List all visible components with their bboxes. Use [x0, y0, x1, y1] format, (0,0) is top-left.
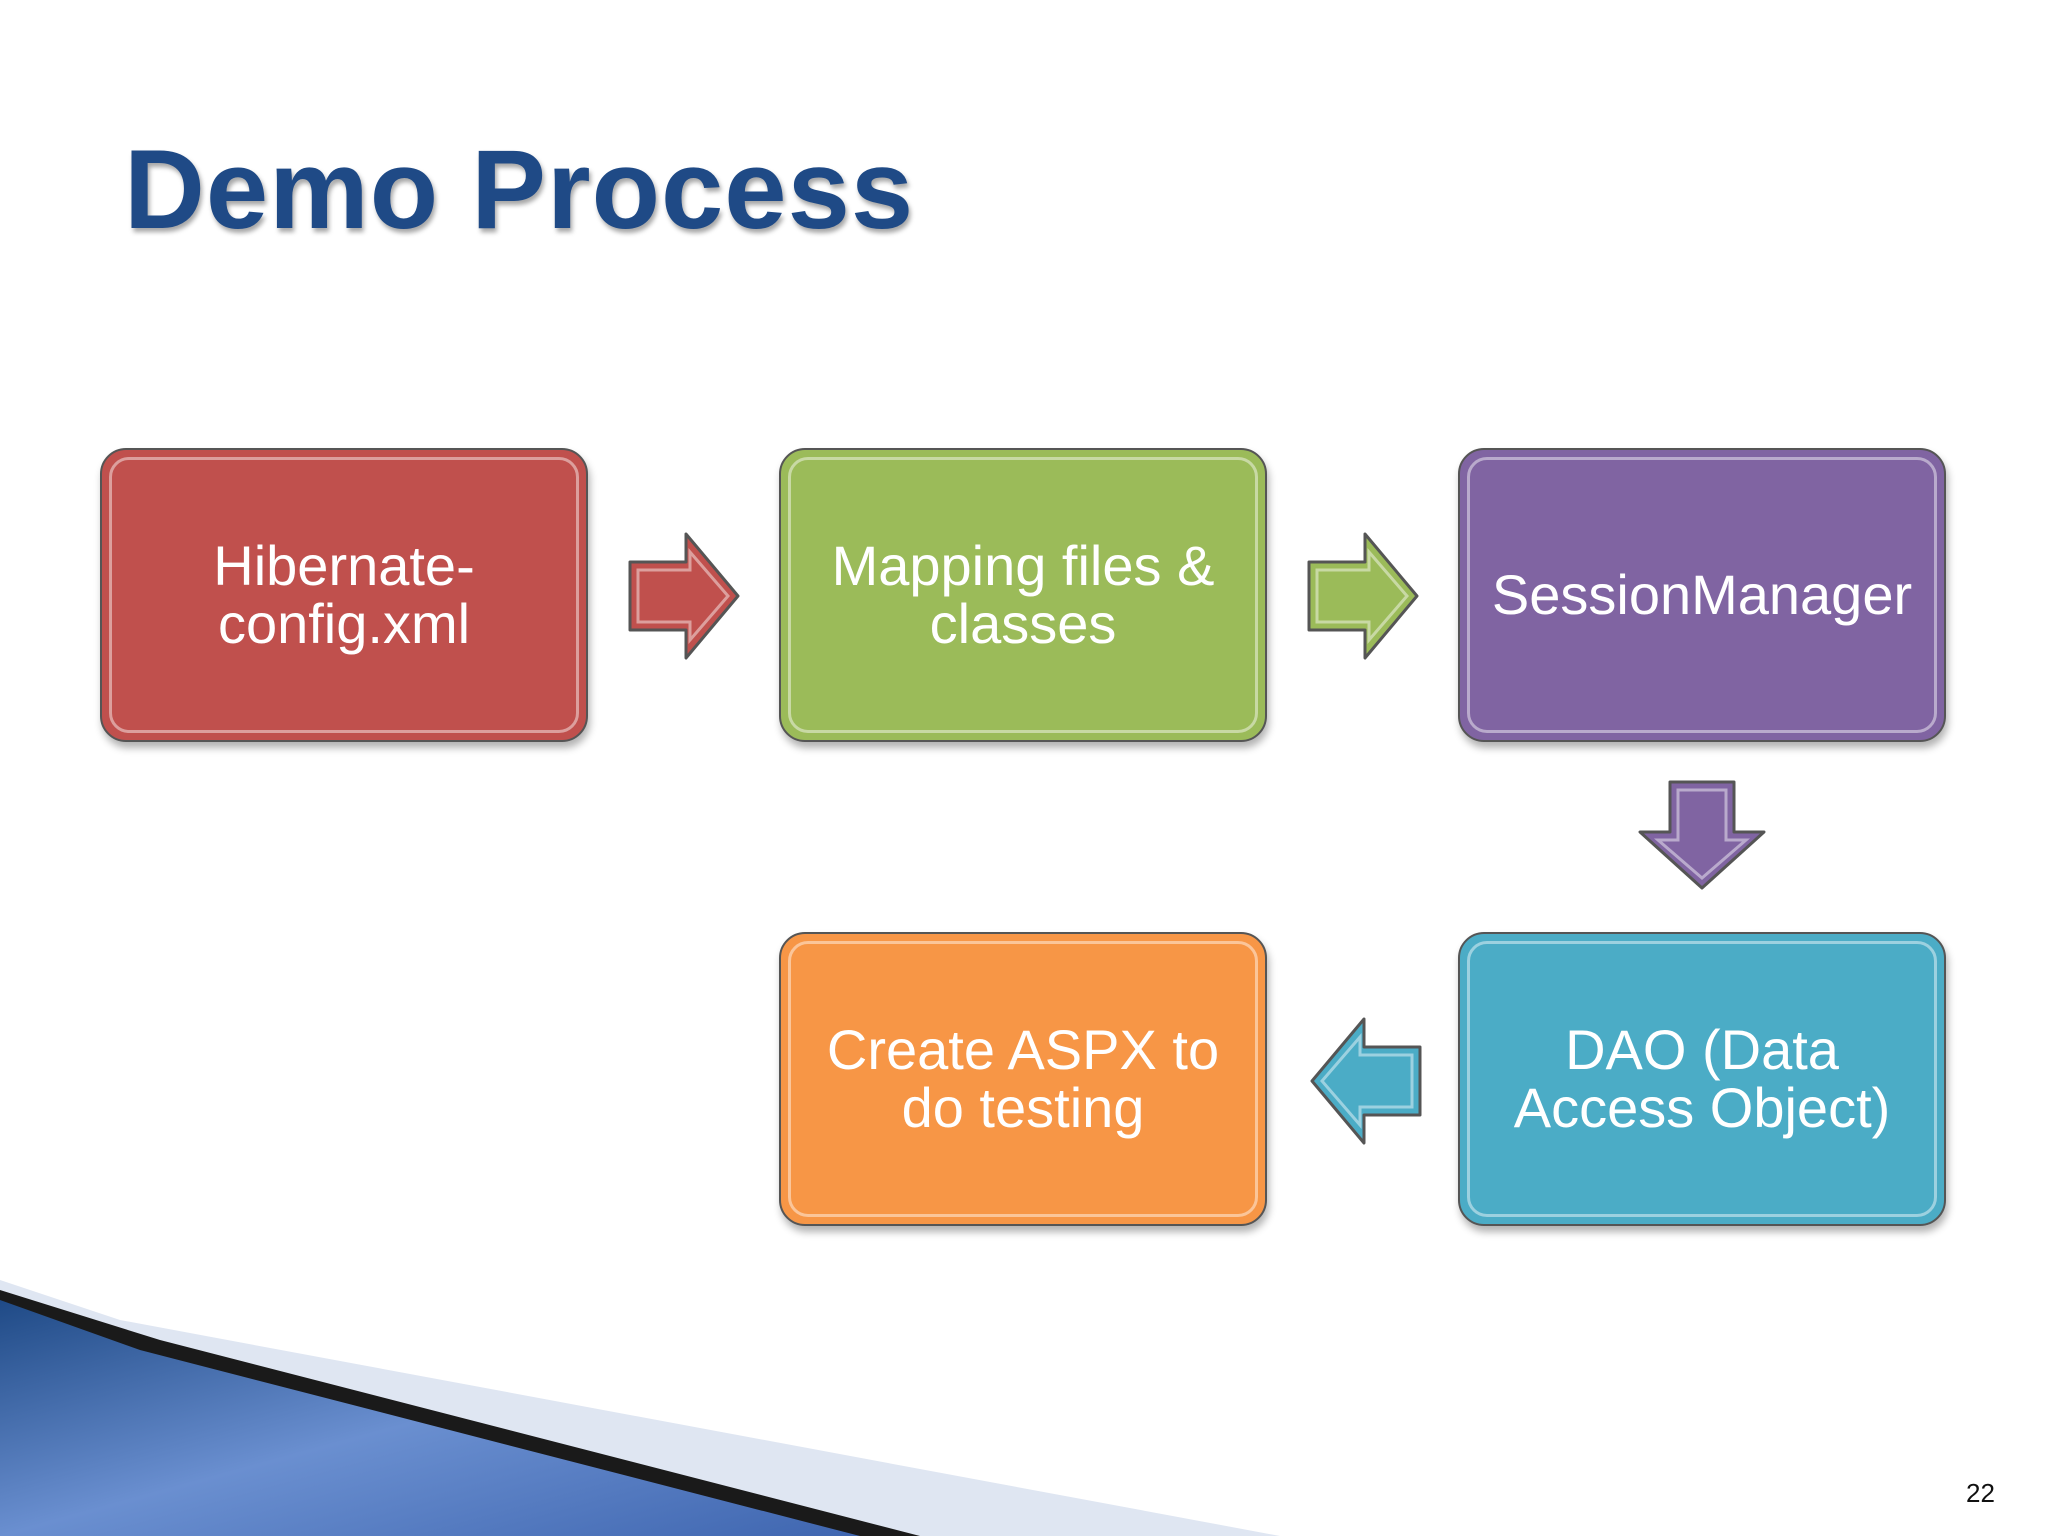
step-label-line: DAO (Data: [1565, 1018, 1839, 1082]
arrow-down-icon: [1638, 780, 1766, 890]
step-label: Mapping files & classes: [832, 537, 1215, 652]
step-create-aspx[interactable]: Create ASPX to do testing: [779, 932, 1267, 1226]
arrow-left-icon: [1310, 1017, 1422, 1145]
arrow-right-icon: [628, 532, 740, 660]
step-hibernate-config[interactable]: Hibernate- config.xml: [100, 448, 588, 742]
step-label: SessionManager: [1492, 566, 1912, 624]
step-label-line: classes: [929, 592, 1117, 655]
arrow-shape: [1307, 532, 1419, 660]
step-label: Hibernate- config.xml: [213, 537, 474, 652]
step-mapping-files[interactable]: Mapping files & classes: [779, 448, 1267, 742]
step-dao[interactable]: DAO (Data Access Object): [1458, 932, 1946, 1226]
slide-title: Demo Process: [124, 127, 915, 252]
arrow-shape: [628, 532, 740, 660]
decorative-swoosh: [0, 1280, 1280, 1536]
page-number: 22: [1966, 1478, 1995, 1508]
step-label-line: Mapping files &: [831, 534, 1215, 598]
step-session-manager[interactable]: SessionManager: [1458, 448, 1946, 742]
step-label-line: config.xml: [217, 592, 471, 655]
step-label-line: Create ASPX to: [826, 1018, 1220, 1082]
step-label-line: Access Object): [1513, 1076, 1891, 1139]
arrow-right-icon: [1307, 532, 1419, 660]
arrow-shape: [1310, 1017, 1422, 1145]
step-label-line: SessionManager: [1491, 563, 1913, 627]
step-label: DAO (Data Access Object): [1514, 1021, 1891, 1136]
step-label-line: do testing: [901, 1076, 1145, 1139]
step-label-line: Hibernate-: [213, 534, 475, 598]
arrow-shape: [1638, 780, 1766, 890]
step-label: Create ASPX to do testing: [827, 1021, 1219, 1136]
